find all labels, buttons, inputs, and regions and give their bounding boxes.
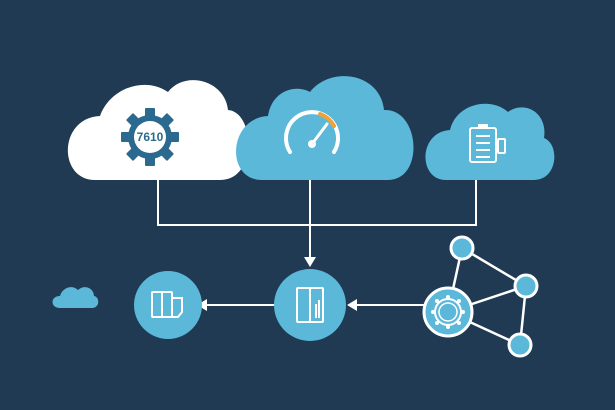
node-hub [422, 286, 474, 338]
cloud-connectors [157, 172, 477, 267]
gear-icon: 7610 [121, 108, 179, 166]
network-node [507, 332, 533, 358]
arrow-head-server [347, 299, 357, 311]
connector-cloud-gear [157, 172, 310, 226]
node-server [274, 269, 346, 341]
network-node [513, 273, 539, 299]
network-node [449, 235, 475, 261]
arrow-head-down [304, 257, 316, 267]
documents-icon [151, 291, 183, 318]
gear-label: 7610 [137, 130, 164, 144]
cloud-gauge [236, 76, 414, 180]
connector-cloud-battery [310, 172, 477, 226]
battery-checklist-icon [469, 124, 506, 163]
gauge-icon [284, 110, 340, 154]
cloud-battery [425, 103, 555, 180]
hub-icon [431, 295, 465, 329]
network-graph-icon [449, 235, 539, 358]
server-icon [296, 287, 324, 323]
small-cloud-icon [52, 287, 99, 308]
cloud-shape [425, 103, 555, 180]
node-documents [134, 271, 202, 339]
cloud-gear: 7610 [67, 80, 249, 180]
